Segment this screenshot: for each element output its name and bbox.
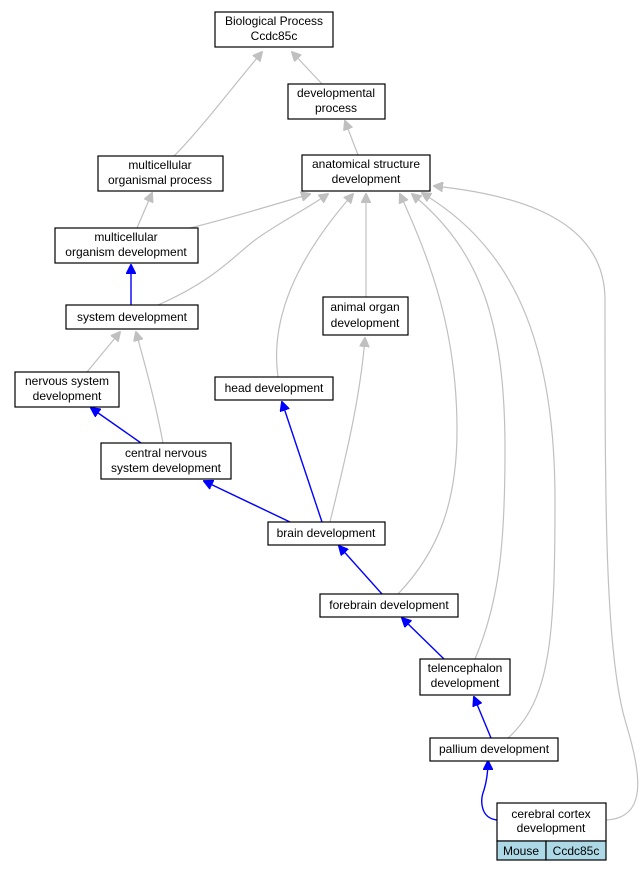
node-developmental-process[interactable]: developmental process (287, 83, 386, 120)
node-label-line-1: developmental (297, 86, 375, 100)
edge-cns-to-system-development (136, 332, 164, 444)
node-forebrain-development[interactable]: forebrain development (319, 593, 459, 618)
node-label-line-2: development (33, 389, 102, 403)
edge-brain-to-organ-development (329, 338, 365, 523)
edge-multicellular-process-to-biological-process (173, 52, 262, 157)
node-label-line-1: nervous system (25, 374, 109, 388)
edge-developmental-process-to-biological-process (292, 52, 323, 85)
node-biological-process[interactable]: Biological Process Ccdc85c (214, 11, 334, 48)
node-brain-development[interactable]: brain development (267, 521, 386, 546)
node-central-nervous-system-development[interactable]: central nervous system development (100, 442, 232, 480)
edge-system-development-to-anatomical-development (157, 194, 328, 306)
node-animal-organ-development[interactable]: animal organ development (322, 296, 409, 336)
node-label-line-2: development (431, 676, 500, 690)
node-multicellular-organism-development[interactable]: multicellular organism development (54, 227, 199, 264)
node-label-line-1: Biological Process (225, 14, 323, 28)
node-multicellular-organismal-process[interactable]: multicellular organismal process (97, 155, 224, 192)
node-label-line-1: multicellular (128, 158, 191, 172)
node-label-line-1: cerebral cortex (511, 807, 590, 821)
node-anatomical-structure-development[interactable]: anatomical structure development (301, 154, 431, 192)
node-label-line-2: development (517, 821, 586, 835)
edge-cerebral-cortex-to-pallium (481, 761, 498, 821)
node-label-line-2: development (332, 172, 401, 186)
edge-organism-development-to-anatomical-development (189, 194, 310, 229)
edge-telencephalon-to-anatomical-development (412, 194, 506, 660)
edge-nervous-system-to-system-development (86, 332, 120, 373)
node-head-development[interactable]: head development (214, 376, 334, 401)
node-label: pallium development (439, 742, 550, 756)
node-label-line-2: system development (111, 461, 222, 475)
edge-forebrain-to-anatomical-development (397, 194, 458, 595)
node-label: system development (77, 310, 188, 324)
edge-organism-development-to-multicellular-process (136, 193, 152, 229)
annotation-gene-cell (545, 840, 607, 861)
node-nervous-system-development[interactable]: nervous system development (14, 371, 120, 408)
annotation-organism: Mouse (503, 844, 539, 858)
edge-head-development-to-anatomical-development (275, 194, 353, 378)
edge-cerebral-cortex-to-anatomical-development (434, 186, 639, 821)
edges (86, 52, 639, 821)
annotation-gene: Ccdc85c (553, 844, 600, 858)
node-cerebral-cortex-development[interactable]: cerebral cortex development Mouse Ccdc85… (496, 802, 607, 861)
node-system-development[interactable]: system development (65, 304, 199, 330)
node-label-line-1: multicellular (94, 230, 157, 244)
edge-cns-to-nervous-system (91, 408, 142, 444)
node-label-line-2: development (331, 316, 400, 330)
edge-anatomical-development-to-developmental-process (345, 121, 359, 156)
node-label: head development (225, 381, 324, 395)
node-label-line-1: telencephalon (428, 661, 503, 675)
edge-pallium-to-telencephalon (474, 697, 492, 739)
edge-brain-to-cns (204, 481, 291, 523)
edge-brain-to-head-development (282, 402, 323, 523)
node-label-line-1: anatomical structure (312, 157, 420, 171)
node-label: brain development (277, 526, 376, 540)
node-label-line-1: central nervous (125, 446, 207, 460)
node-label-line-2: organismal process (108, 173, 212, 187)
edge-pallium-to-anatomical-development (422, 193, 556, 739)
edge-forebrain-to-brain (339, 546, 383, 595)
node-label: forebrain development (329, 598, 449, 612)
node-label-line-2: organism development (65, 245, 187, 259)
node-label-line-1: animal organ (330, 300, 399, 314)
node-label-line-2: Ccdc85c (251, 29, 298, 43)
node-telencephalon-development[interactable]: telencephalon development (419, 658, 511, 696)
node-label-line-2: process (315, 101, 357, 115)
node-pallium-development[interactable]: pallium development (429, 737, 559, 762)
edge-telencephalon-to-forebrain (402, 618, 445, 660)
